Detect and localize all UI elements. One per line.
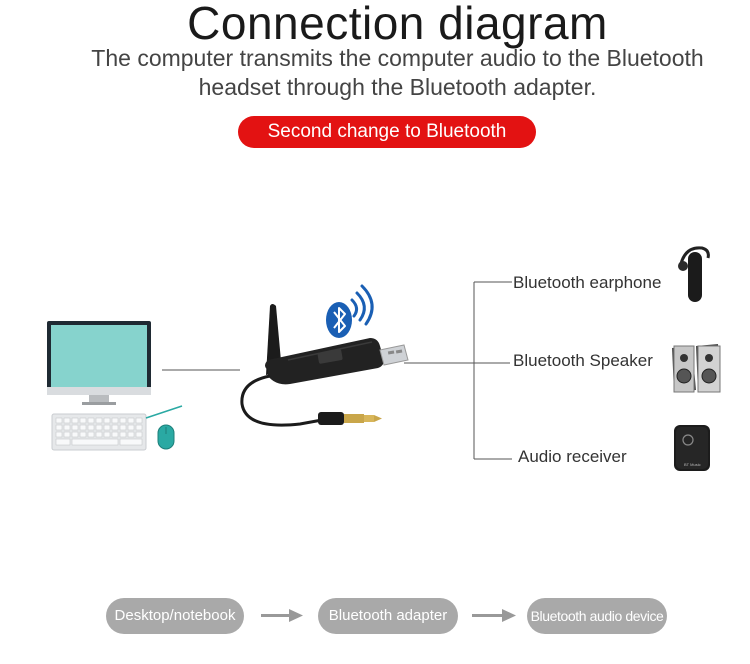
- label-bluetooth-speaker: Bluetooth Speaker: [513, 351, 653, 370]
- flow-step-desktop: Desktop/notebook: [106, 598, 244, 634]
- desktop-computer-icon: [47, 321, 151, 405]
- mouse-icon: [157, 424, 175, 450]
- audio-receiver-icon: BT Music: [674, 425, 710, 471]
- label-audio-receiver: Audio receiver: [518, 447, 627, 466]
- flow-step-adapter: Bluetooth adapter: [318, 598, 458, 634]
- mode-badge: Second change to Bluetooth: [238, 116, 536, 148]
- flow-arrow-2: [472, 609, 516, 622]
- page-subtitle: The computer transmits the computer audi…: [91, 45, 704, 100]
- receiver-device-text: BT Music: [684, 462, 701, 467]
- bluetooth-icon: [326, 284, 374, 338]
- label-bluetooth-earphone: Bluetooth earphone: [513, 273, 662, 292]
- page-title: Connection diagram: [187, 0, 608, 49]
- bluetooth-speaker-icon: [672, 344, 721, 393]
- flow-arrow-1: [261, 609, 303, 622]
- mouse-cable: [145, 405, 183, 419]
- flow-step-audio-device: Bluetooth audio device: [527, 598, 667, 634]
- bluetooth-earphone-icon: [678, 246, 710, 302]
- output-connectors: [404, 281, 512, 460]
- bluetooth-adapter-icon: [240, 304, 409, 427]
- keyboard-icon: [51, 413, 147, 451]
